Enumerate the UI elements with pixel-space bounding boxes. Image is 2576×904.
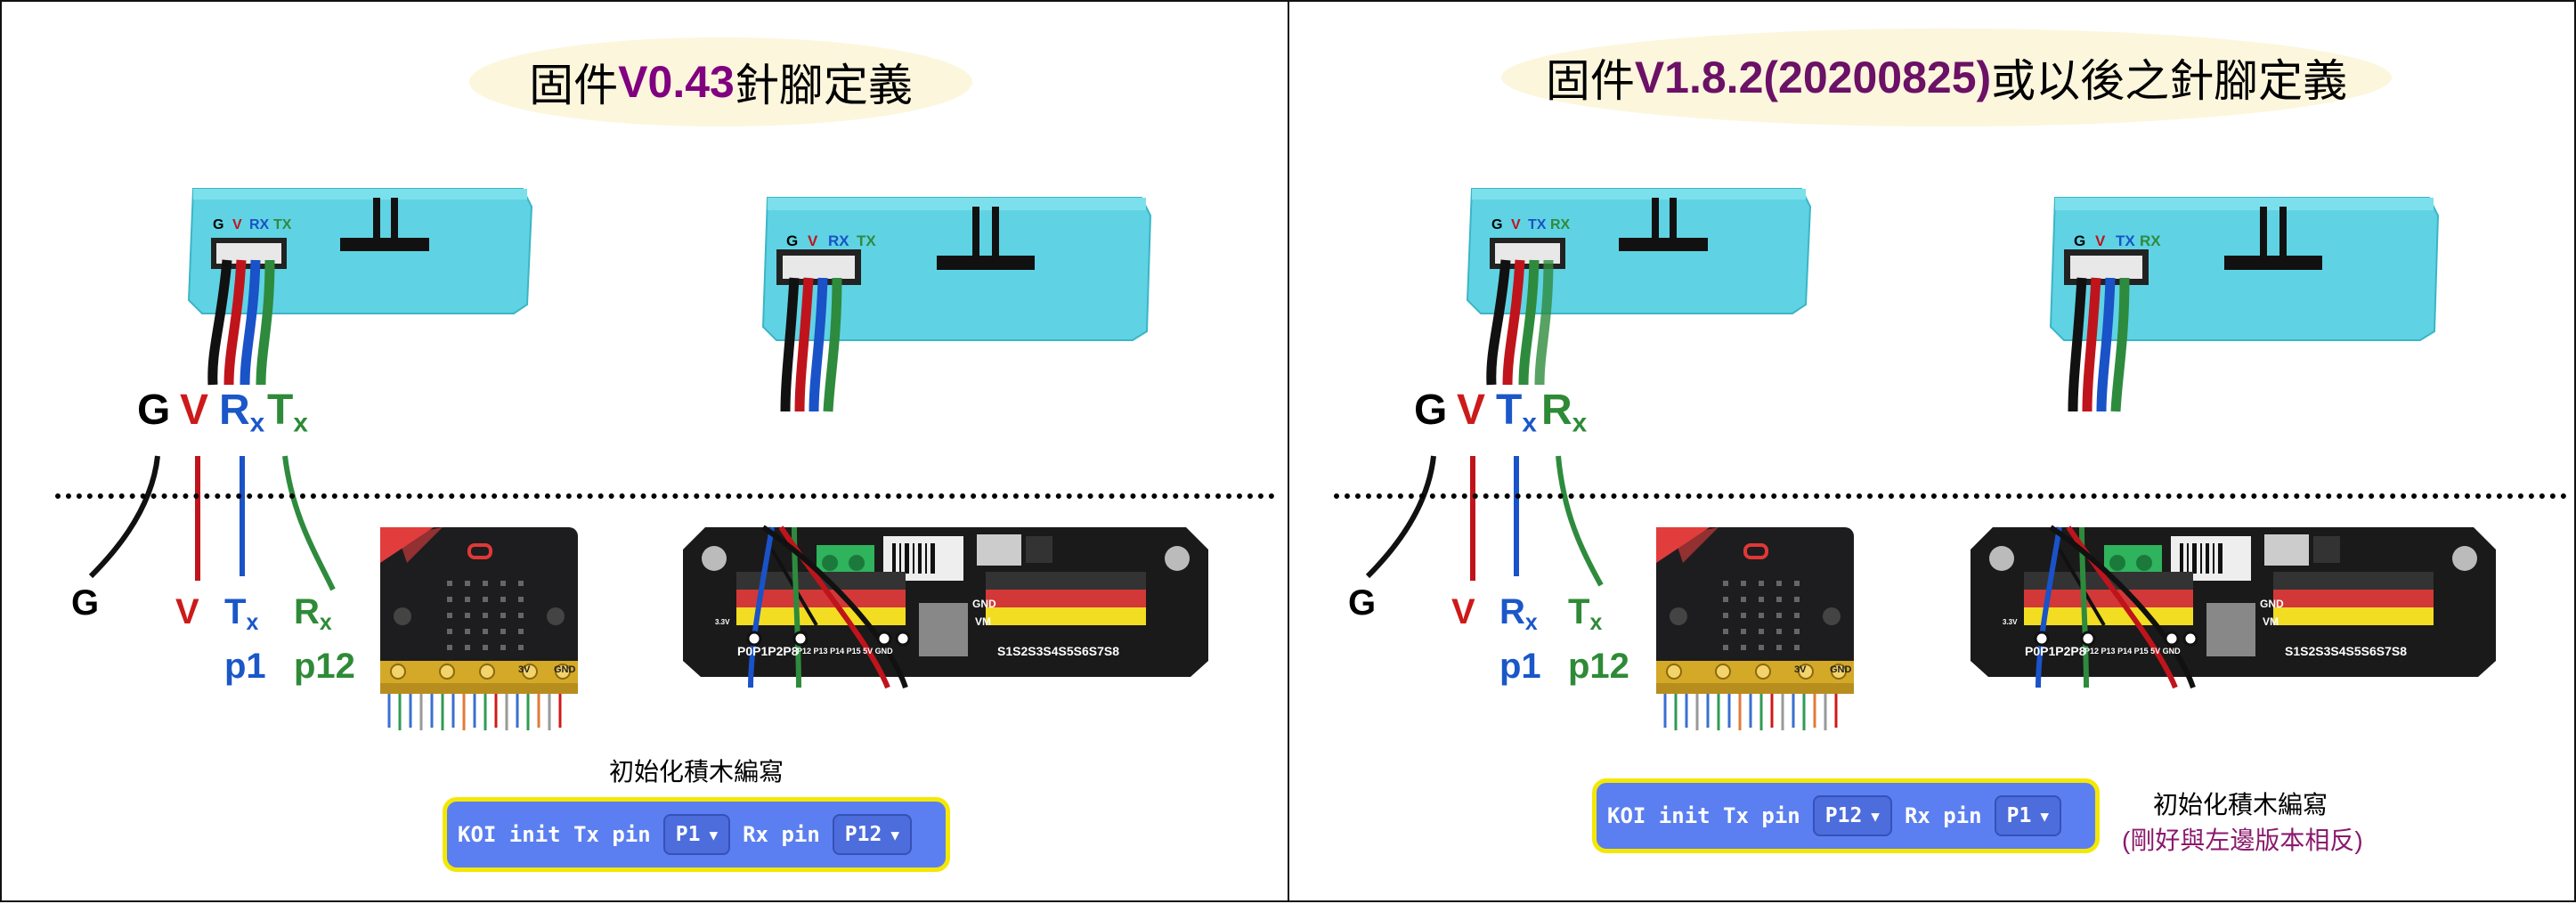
exp-gnd-label: GND: [2260, 598, 2284, 610]
pin-label-v: V: [1457, 387, 1486, 434]
pin-label-rx: Rx: [1541, 387, 1588, 438]
bottom-label-rx: Rx: [1499, 592, 1538, 635]
block-text-rx: Rx pin: [1904, 803, 1982, 828]
exp-gnd-label: GND: [972, 598, 996, 610]
pin-label-g: G: [1414, 387, 1448, 434]
dropdown-arrow-icon: ▼: [709, 826, 719, 843]
module-big-label-g: G: [2074, 232, 2086, 249]
bottom-label-g: G: [71, 583, 100, 623]
left-divider-line: [55, 493, 1275, 499]
exp-pin-labels-small: P12 P13 P14 P15 5V GND: [797, 647, 893, 656]
bottom-label-tx: Tx: [224, 592, 259, 635]
module-label-tx: TX: [1528, 217, 1547, 232]
module-big-label-v: V: [2095, 232, 2106, 249]
module-big-label-v: V: [808, 232, 818, 249]
module-big-label-g: G: [786, 232, 799, 249]
bottom-label-p12: p12: [1568, 647, 1629, 686]
dropdown-arrow-icon: ▼: [2040, 807, 2049, 825]
module-big-label-rx: RX: [2140, 232, 2161, 249]
module-label-rx: RX: [1550, 217, 1571, 232]
expansion-board-icon: [1971, 525, 2496, 689]
exp-pin-labels: P0P1P2P8: [737, 644, 799, 658]
koi-module-icon: [2049, 197, 2440, 412]
mb-pin-gnd: GND: [1830, 664, 1852, 675]
bottom-label-v: V: [1451, 592, 1475, 631]
block-text-tx: KOI init Tx pin: [458, 822, 651, 847]
exp-servo-labels: S1S2S3S4S5S6S7S8: [997, 644, 1119, 658]
mb-pin-3v: 3V: [1794, 664, 1807, 675]
pin-label-tx: Tx: [1496, 387, 1537, 438]
pin-label-g: G: [137, 387, 171, 434]
tx-pin-dropdown[interactable]: P1▼: [662, 814, 731, 855]
koi-module-icon: [187, 188, 533, 386]
micro-bit-icon: [1656, 527, 1854, 730]
tx-pin-dropdown[interactable]: P12▼: [1812, 795, 1892, 836]
exp-pin-labels: P0P1P2P8: [2025, 644, 2086, 658]
left-pin-lines: [88, 455, 336, 591]
block-text-rx: Rx pin: [743, 822, 820, 847]
block-text-tx: KOI init Tx pin: [1607, 803, 1800, 828]
module-label-rx: RX: [249, 217, 270, 232]
bottom-label-tx: Tx: [1568, 592, 1603, 635]
module-label-v: V: [1511, 217, 1521, 232]
exp-pin-labels-small: P12 P13 P14 P15 5V GND: [2084, 647, 2181, 656]
right-note: (剛好與左邊版本相反): [2122, 827, 2363, 854]
bottom-label-g: G: [1348, 583, 1377, 623]
dropdown-arrow-icon: ▼: [1871, 807, 1880, 825]
pin-label-tx: Tx: [267, 387, 308, 438]
mb-pin-3v: 3V: [518, 664, 531, 675]
bottom-label-rx: Rx: [294, 592, 332, 635]
module-label-g: G: [1491, 217, 1503, 232]
exp-vm-label: VM: [975, 615, 991, 628]
exp-vm-label: VM: [2263, 615, 2279, 628]
expansion-board-icon: [683, 525, 1208, 689]
exp-33v-label: 3.3V: [715, 618, 730, 626]
rx-pin-dropdown[interactable]: P1▼: [1994, 795, 2061, 836]
rx-pin-dropdown[interactable]: P12▼: [832, 814, 912, 855]
right-divider-line: [1334, 493, 2567, 499]
mb-pin-gnd: GND: [554, 664, 576, 675]
module-big-label-tx: TX: [2116, 232, 2135, 249]
module-big-label-rx: RX: [828, 232, 849, 249]
left-caption: 初始化積木編寫: [609, 758, 784, 786]
bottom-label-p1: p1: [224, 647, 266, 686]
bottom-label-p1: p1: [1499, 647, 1541, 686]
module-label-g: G: [213, 217, 224, 232]
pin-label-v: V: [180, 387, 209, 434]
right-caption: 初始化積木編寫: [2153, 791, 2328, 818]
module-big-label-tx: TX: [857, 232, 876, 249]
dropdown-arrow-icon: ▼: [890, 826, 899, 843]
bottom-label-v: V: [175, 592, 199, 631]
exp-servo-labels: S1S2S3S4S5S6S7S8: [2285, 644, 2407, 658]
exp-33v-label: 3.3V: [2003, 618, 2018, 626]
koi-module-icon: [761, 197, 1152, 412]
koi-init-block[interactable]: KOI init Tx pin P1▼ Rx pin P12▼: [443, 797, 950, 872]
koi-module-icon: [1466, 188, 1812, 386]
koi-init-block[interactable]: KOI init Tx pin P12▼ Rx pin P1▼: [1592, 778, 2100, 853]
module-label-tx: TX: [273, 217, 292, 232]
right-pin-lines: [1365, 455, 1604, 587]
pin-label-rx: Rx: [219, 387, 265, 438]
bottom-label-p12: p12: [294, 647, 355, 686]
module-label-v: V: [232, 217, 242, 232]
micro-bit-icon: [380, 527, 578, 730]
